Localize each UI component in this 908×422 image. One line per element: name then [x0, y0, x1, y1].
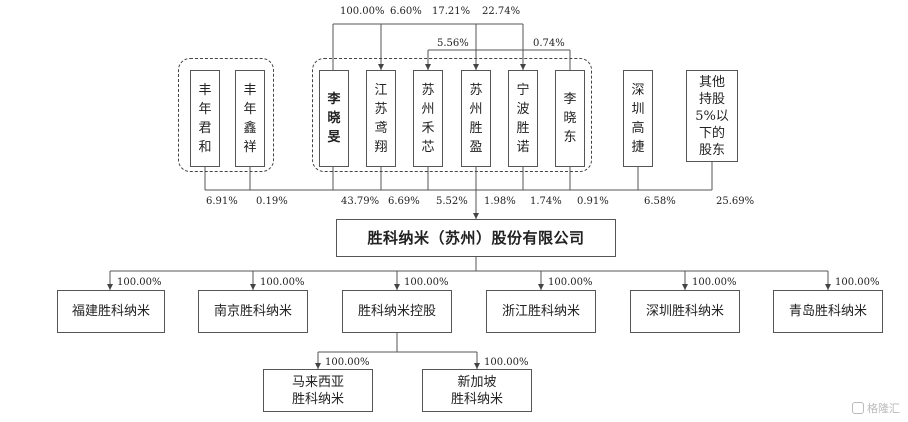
subsidiary-shenzhen: 深圳胜科纳米 — [630, 290, 740, 333]
shareholder-shenzhen-gaojie: 深 圳 高 捷 — [623, 70, 653, 167]
pct-top-f: 0.74% — [533, 38, 565, 49]
pct-sub-fujian: 100.00% — [117, 277, 162, 288]
pct-jiangsu-yuanxiang: 6.69% — [388, 196, 420, 207]
pct-shenzhen-gaojie: 6.58% — [644, 196, 676, 207]
subsidiary-malaysia: 马来西亚 胜科纳米 — [263, 369, 373, 412]
subsidiary-zhejiang: 浙江胜科纳米 — [486, 290, 596, 333]
shareholder-fengnian-xinxiang: 丰 年 鑫 祥 — [235, 70, 265, 167]
pct-sub-holding: 100.00% — [404, 277, 449, 288]
pct-top-d: 22.74% — [482, 6, 521, 17]
pct-sub-qingdao: 100.00% — [835, 277, 880, 288]
watermark-logo-icon — [852, 402, 864, 414]
shareholder-suzhou-hexin: 苏 州 禾 芯 — [413, 70, 443, 167]
pct-top-e: 5.56% — [437, 38, 469, 49]
pct-li-xiaodong: 0.91% — [577, 196, 609, 207]
shareholder-li-xiaomin: 李 晓 旻 — [319, 70, 349, 167]
shareholder-others: 其他 持股 5%以 下的 股东 — [686, 70, 738, 162]
subsidiary-holding: 胜科纳米控股 — [342, 290, 452, 333]
pct-sub-zhejiang: 100.00% — [548, 277, 593, 288]
pct-li-xiaomin: 43.79% — [341, 196, 380, 207]
pct-top-b: 6.60% — [390, 6, 422, 17]
subsidiary-qingdao: 青岛胜科纳米 — [773, 290, 883, 333]
pct-fengnian-xinxiang: 0.19% — [256, 196, 288, 207]
main-company-box: 胜科纳米（苏州）股份有限公司 — [336, 219, 616, 257]
group-fengnian — [178, 58, 274, 172]
shareholder-li-xiaodong: 李 晓 东 — [555, 70, 585, 167]
pct-singapore: 100.00% — [484, 357, 529, 368]
pct-sub-shenzhen: 100.00% — [692, 277, 737, 288]
watermark: 格隆汇 — [852, 400, 900, 416]
shareholder-fengnian-junhe: 丰 年 君 和 — [190, 70, 220, 167]
pct-sub-nanjing: 100.00% — [260, 277, 305, 288]
watermark-text: 格隆汇 — [867, 402, 900, 415]
subsidiary-fujian: 福建胜科纳米 — [57, 290, 165, 333]
shareholder-jiangsu-yuanxiang: 江 苏 鸢 翔 — [366, 70, 396, 167]
subsidiary-nanjing: 南京胜科纳米 — [198, 290, 308, 333]
pct-fengnian-junhe: 6.91% — [206, 196, 238, 207]
pct-others: 25.69% — [716, 196, 755, 207]
shareholder-ningbo-shengnuo: 宁 波 胜 诺 — [508, 70, 538, 167]
pct-suzhou-shengying: 1.98% — [484, 196, 516, 207]
pct-suzhou-hexin: 5.52% — [436, 196, 468, 207]
pct-top-c: 17.21% — [432, 6, 471, 17]
shareholder-suzhou-shengying: 苏 州 胜 盈 — [461, 70, 491, 167]
pct-top-a: 100.00% — [340, 6, 385, 17]
pct-ningbo-shengnuo: 1.74% — [530, 196, 562, 207]
subsidiary-singapore: 新加坡 胜科纳米 — [422, 369, 532, 412]
pct-malaysia: 100.00% — [325, 357, 370, 368]
group-concerted — [312, 58, 592, 172]
